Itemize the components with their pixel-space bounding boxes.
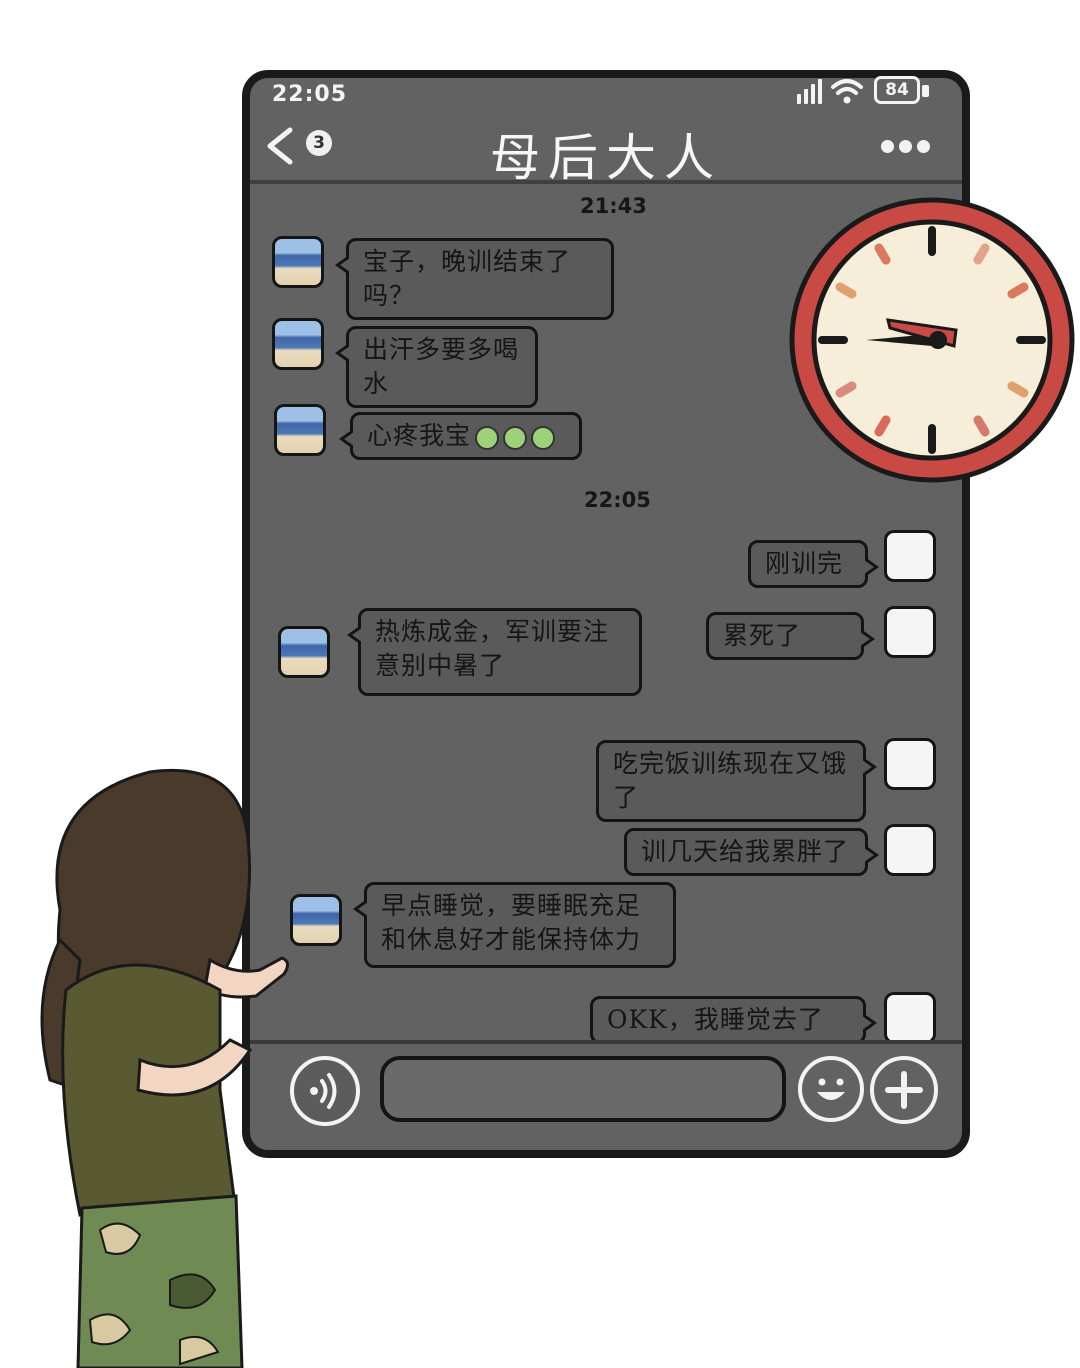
message-bubble-out[interactable]: 吃完饭训练现在又饿了 [596,740,877,822]
emoji-icon [531,425,556,450]
chat-header: 3 母后大人 [250,114,962,187]
chat-title: 母后大人 [490,129,722,187]
voice-icon [310,1073,337,1109]
plus-icon [885,1071,923,1109]
my-avatar[interactable] [884,606,936,658]
my-avatar[interactable] [884,824,936,876]
input-toolbar [250,1040,962,1150]
more-options-icon[interactable] [881,140,930,153]
message-bubble-in[interactable]: 宝子，晚训结束了吗？ [335,238,614,320]
more-actions-button[interactable] [870,1056,938,1124]
emoji-button[interactable] [798,1056,864,1122]
message-bubble-out[interactable]: 累死了 [706,612,875,660]
mom-avatar[interactable] [290,894,342,946]
message-bubble-in[interactable]: 心疼我宝 [339,412,582,460]
timestamp: 22:05 [584,488,651,512]
voice-input-button[interactable] [290,1056,360,1126]
message-bubble-out[interactable]: OKK，我睡觉去了 [590,996,877,1044]
mom-avatar[interactable] [272,236,324,288]
status-bar: 22:05 84 [250,76,962,112]
my-avatar[interactable] [884,992,936,1044]
message-bubble-in[interactable]: 出汗多要多喝水 [335,326,538,408]
mom-avatar[interactable] [278,626,330,678]
my-avatar[interactable] [884,530,936,582]
status-time: 22:05 [272,82,348,107]
battery-level: 84 [885,80,909,100]
message-bubble-in[interactable]: 热炼成金，军训要注意别中暑了 [347,608,642,696]
signal-icon [797,78,822,104]
battery-tip [922,85,929,97]
girl-with-phone-illustration [40,768,289,1368]
back-arrow-icon[interactable] [260,124,300,168]
message-bubble-in[interactable]: 早点睡觉，要睡眠充足和休息好才能保持体力 [353,882,676,968]
emoji-icon [503,425,528,450]
wifi-icon [831,79,863,104]
message-text: 心疼我宝 [367,421,472,450]
mom-avatar[interactable] [274,404,326,456]
message-bubble-out[interactable]: 刚训完 [748,540,879,588]
message-bubble-out[interactable]: 训几天给我累胖了 [624,828,879,876]
emoji-icon [475,425,500,450]
battery-icon: 84 [874,76,920,104]
timestamp: 21:43 [580,194,647,218]
wall-clock-illustration [789,197,1075,483]
my-avatar[interactable] [884,738,936,790]
unread-count-badge[interactable]: 3 [306,130,332,156]
smiley-icon [817,1078,845,1100]
mom-avatar[interactable] [272,318,324,370]
message-input[interactable] [380,1056,786,1122]
